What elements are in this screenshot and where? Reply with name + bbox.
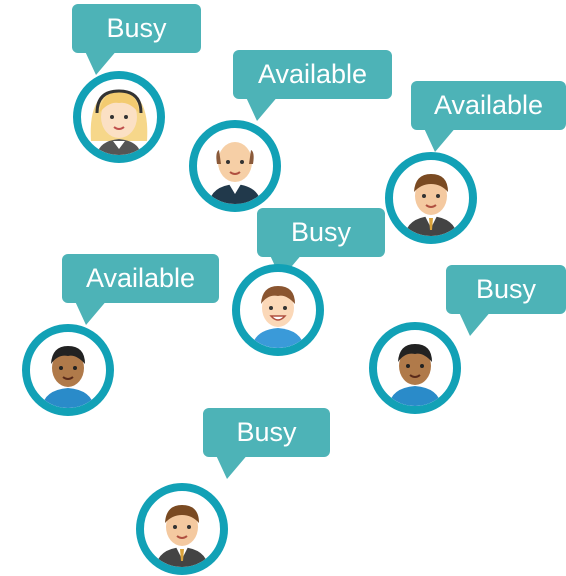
bubble-tail [74, 299, 108, 325]
status-bubble: Busy [446, 265, 566, 336]
status-bubble: Busy [257, 208, 385, 279]
status-label: Busy [106, 13, 167, 43]
status-label: Available [85, 263, 196, 293]
bubble-tail [215, 453, 249, 479]
man-brown-hair-suit-icon [156, 505, 208, 567]
man-bald-suit-icon [209, 142, 261, 204]
status-label: Available [433, 90, 544, 120]
man-dark-skin-blue-shirt-icon [42, 346, 94, 408]
avatar [369, 322, 461, 414]
status-bubble: Available [233, 50, 392, 121]
status-bubble: Busy [72, 4, 201, 75]
bubble-tail [423, 126, 457, 152]
status-bubble: Available [62, 254, 219, 325]
status-label: Busy [290, 217, 352, 247]
avatar [22, 324, 114, 416]
man-blue-shirt-smile-icon [252, 286, 304, 348]
bubble-tail [84, 49, 118, 75]
avatar [385, 152, 477, 244]
avatar [73, 71, 165, 163]
bubble-tail [245, 95, 279, 121]
status-label: Available [257, 59, 368, 89]
man-brown-hair-suit-icon [405, 174, 457, 236]
avatar [189, 120, 281, 212]
woman-blonde-headset-icon [90, 89, 148, 155]
bubble-tail [458, 310, 492, 336]
status-bubble: Busy [203, 408, 330, 479]
status-label: Busy [475, 274, 537, 304]
status-bubble: Available [411, 81, 566, 152]
man-dark-skin-blue-shirt-icon [389, 344, 441, 406]
avatar [136, 483, 228, 575]
avatar [232, 264, 324, 356]
status-label: Busy [236, 417, 297, 447]
